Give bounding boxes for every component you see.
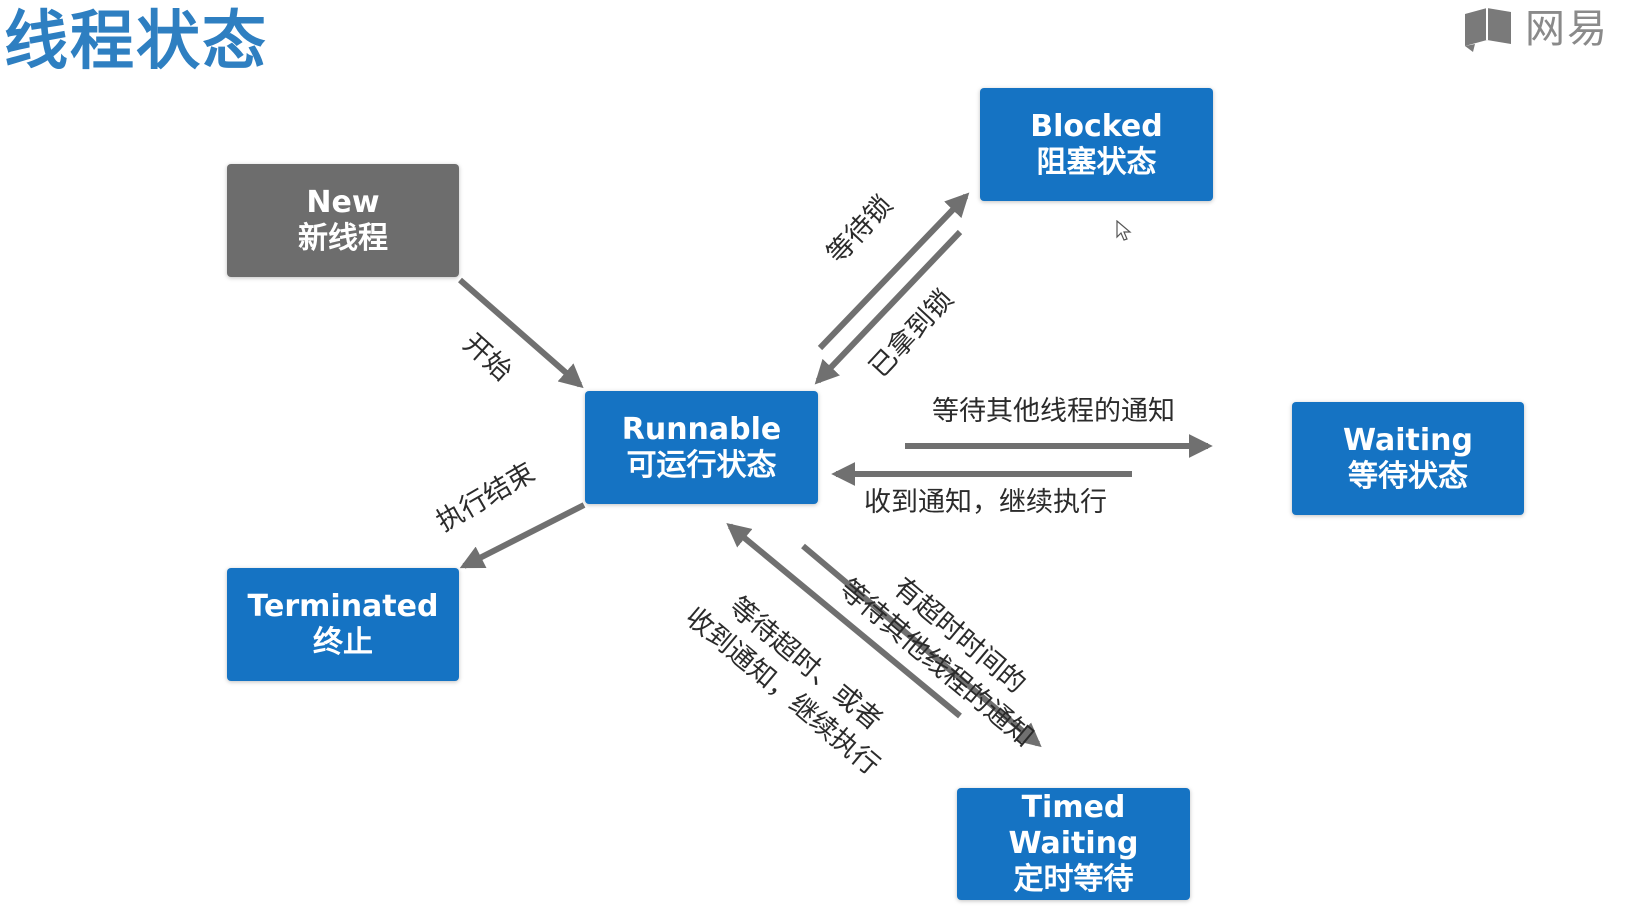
state-runnable: Runnable 可运行状态 xyxy=(585,391,818,504)
arrow-runnable-to-blocked xyxy=(817,192,970,351)
book-logo-icon xyxy=(1465,8,1511,52)
state-blocked-en: Blocked xyxy=(1030,108,1163,144)
state-new-en: New xyxy=(306,184,380,220)
arrow-timed-to-runnable xyxy=(726,522,962,719)
arrow-new-to-runnable xyxy=(458,277,584,389)
state-timed-waiting-en2: Waiting xyxy=(1008,826,1139,861)
arrow-runnable-to-timed xyxy=(801,543,1042,748)
state-timed-waiting: Timed Waiting 定时等待 xyxy=(957,788,1190,900)
state-waiting-en: Waiting xyxy=(1342,422,1473,458)
brand: 网易 xyxy=(1461,4,1641,54)
mouse-cursor-icon xyxy=(1116,220,1132,241)
state-blocked: Blocked 阻塞状态 xyxy=(980,88,1213,201)
state-terminated-zh: 终止 xyxy=(313,624,373,660)
state-waiting: Waiting 等待状态 xyxy=(1292,402,1524,515)
edge-label-notified: 收到通知，继续执行 xyxy=(864,487,1107,518)
edge-label-wait-notify: 等待其他线程的通知 xyxy=(932,396,1175,427)
state-new-zh: 新线程 xyxy=(298,220,388,256)
state-terminated-en: Terminated xyxy=(247,588,439,624)
state-timed-waiting-zh: 定时等待 xyxy=(1013,862,1134,897)
brand-name: 网易 xyxy=(1525,6,1609,52)
state-runnable-zh: 可运行状态 xyxy=(626,447,777,483)
page-title: 线程状态 xyxy=(4,5,268,79)
arrow-runnable-to-terminated xyxy=(459,502,586,569)
state-timed-waiting-en1: Timed xyxy=(1021,790,1126,825)
state-new: New 新线程 xyxy=(227,164,459,277)
state-blocked-zh: 阻塞状态 xyxy=(1036,144,1157,180)
state-runnable-en: Runnable xyxy=(621,411,782,447)
state-waiting-zh: 等待状态 xyxy=(1348,458,1468,494)
arrow-blocked-to-runnable xyxy=(814,229,963,385)
state-terminated: Terminated 终止 xyxy=(227,568,459,681)
